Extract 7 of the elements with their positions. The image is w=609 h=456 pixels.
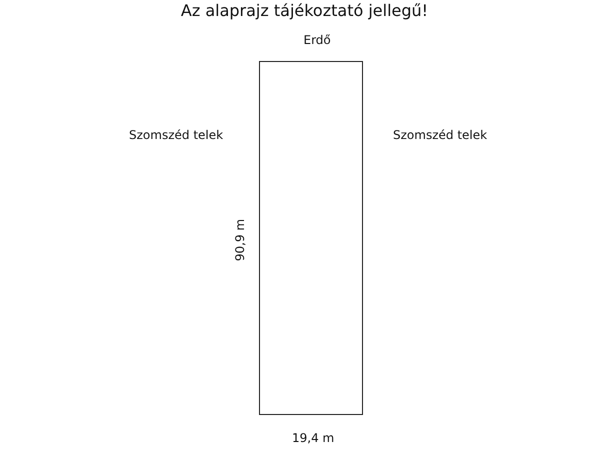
plan-title: Az alaprajz tájékoztató jellegű! (180, 1, 430, 20)
dimension-label: 90,9 m (233, 218, 248, 262)
area-label: Szomszéd telek (393, 128, 488, 142)
area-label: Szomszéd telek (129, 128, 224, 142)
plot-outline (259, 61, 363, 415)
dimension-label: 19,4 m (292, 431, 334, 445)
area-label: Erdő (304, 33, 331, 47)
